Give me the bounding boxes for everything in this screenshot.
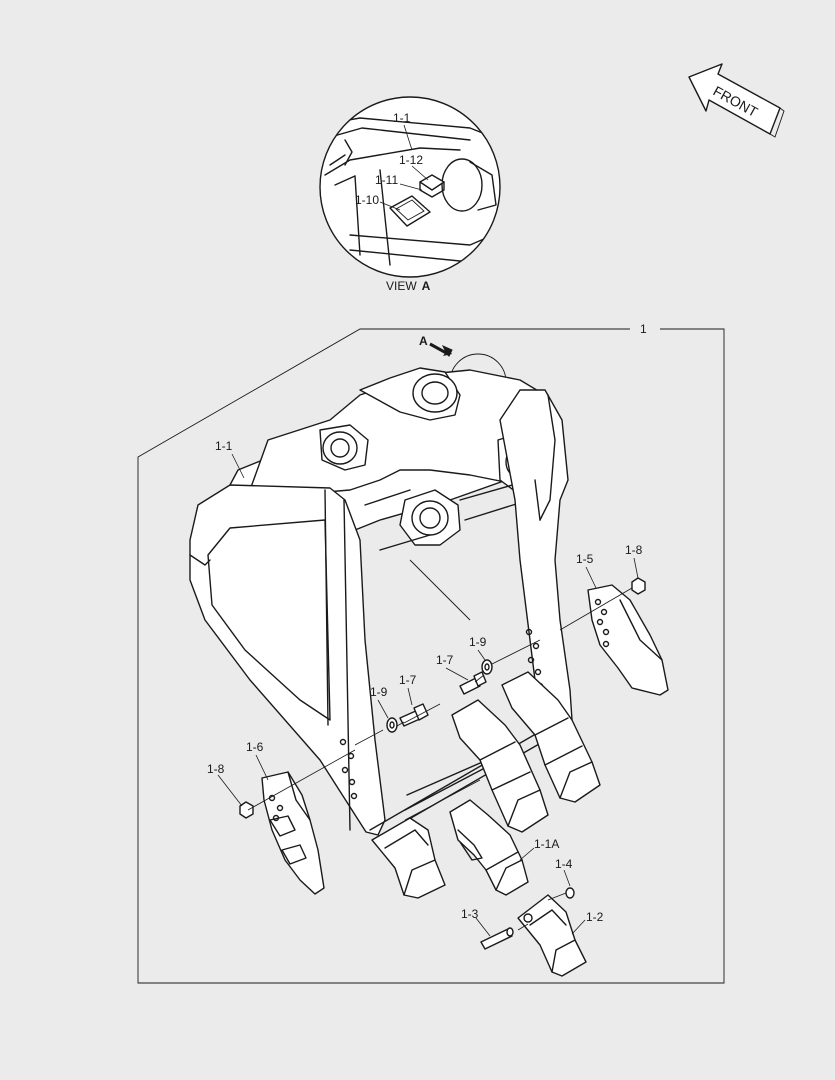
socket-plate — [389, 195, 431, 227]
callout-1-2: 1-2 — [586, 910, 604, 924]
view-a-arrow: A — [419, 334, 453, 357]
callout-1-7-right: 1-7 — [436, 653, 454, 667]
washer-left-icon — [386, 717, 398, 733]
bucket-body — [189, 367, 573, 838]
callout-1-6: 1-6 — [246, 740, 264, 754]
side-cutter-right — [587, 584, 669, 696]
callout-1-5: 1-5 — [576, 552, 594, 566]
assembly-frame — [137, 328, 725, 984]
nut-right-icon — [631, 577, 646, 595]
bolt-right-icon — [459, 671, 487, 695]
lock-ring-icon — [565, 887, 575, 899]
callout-1-7-left: 1-7 — [399, 673, 417, 687]
washer-right-icon — [481, 659, 493, 675]
callout-1: 1 — [640, 322, 647, 336]
callout-1-9-right: 1-9 — [469, 635, 487, 649]
callout-1-1-detail: 1-1 — [393, 111, 411, 125]
callout-1-12: 1-12 — [399, 153, 423, 167]
pin-icon — [480, 927, 514, 950]
tooth-3 — [501, 671, 601, 803]
callout-1-10: 1-10 — [355, 193, 379, 207]
front-arrow-icon: FRONT — [688, 63, 785, 138]
tooth-adapter-exploded — [449, 799, 529, 896]
callout-1-8-left: 1-8 — [207, 762, 225, 776]
side-cutter-left — [261, 771, 325, 895]
tooth-point-exploded — [517, 894, 587, 977]
callout-1-3: 1-3 — [461, 907, 479, 921]
callout-1-9-left: 1-9 — [370, 685, 388, 699]
view-arrow-letter: A — [419, 334, 428, 348]
tooth-2 — [451, 699, 549, 833]
callout-1-1: 1-1 — [215, 439, 233, 453]
callout-1-11: 1-11 — [375, 173, 398, 187]
callout-leaders — [217, 453, 639, 937]
nut-left-icon — [239, 801, 254, 819]
tooth-1 — [371, 817, 446, 899]
callout-1-8-right: 1-8 — [625, 543, 643, 557]
callout-1-4: 1-4 — [555, 857, 573, 871]
tooth-group — [371, 671, 601, 977]
assembly-lines — [247, 587, 633, 931]
callout-1-1a: 1-1A — [534, 837, 559, 851]
